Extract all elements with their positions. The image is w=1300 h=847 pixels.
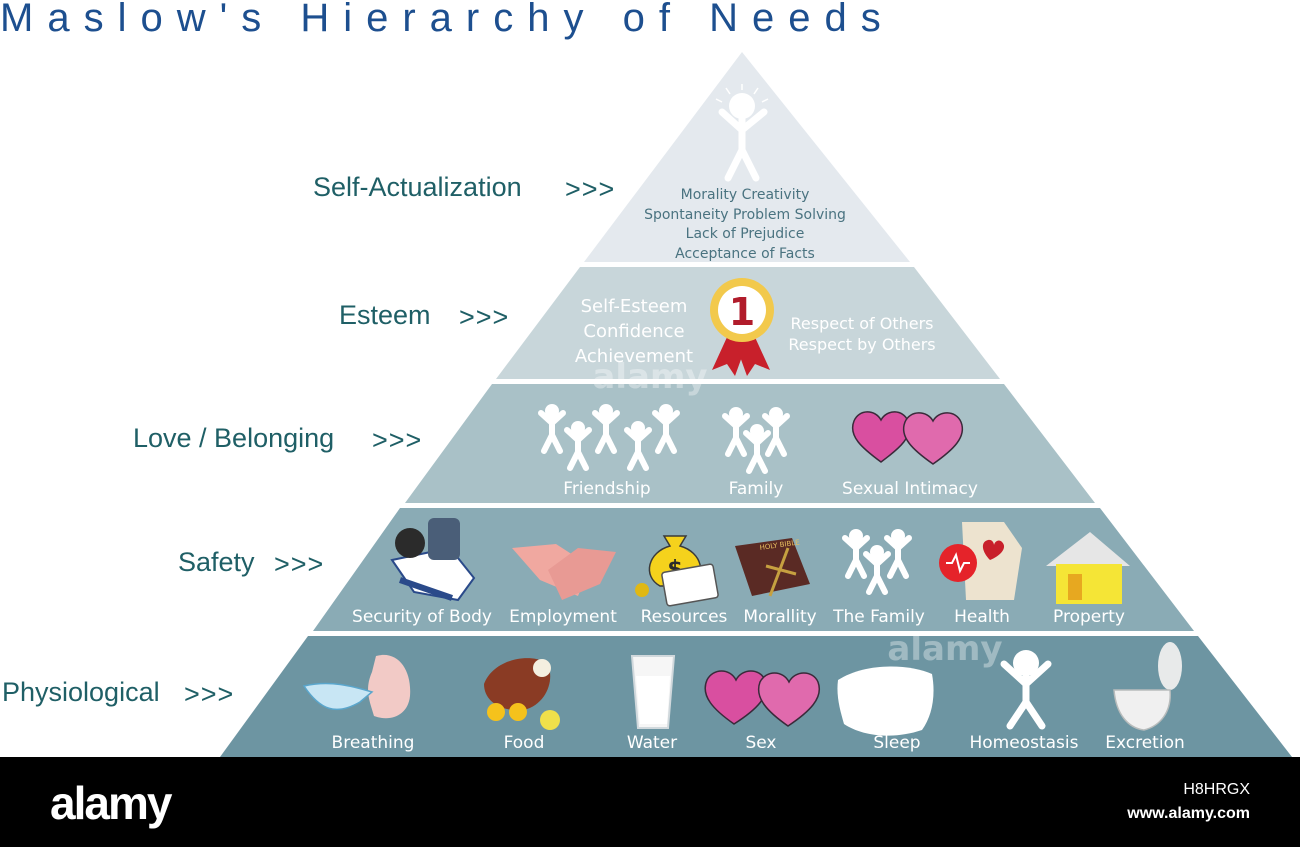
physiological-item-label: Sex — [745, 733, 776, 753]
holy-bible-icon: HOLY BIBLE — [735, 538, 810, 597]
house-icon — [1046, 532, 1130, 604]
sunburst-icon — [715, 84, 769, 103]
level-label-physiological: Physiological — [2, 677, 160, 707]
page-title: Maslow's Hierarchy of Needs — [0, 0, 895, 40]
physiological-item-label: Homeostasis — [970, 733, 1079, 753]
love-item-label: Friendship — [563, 479, 650, 499]
level-label-self-actualization: Self-Actualization — [313, 172, 522, 202]
footer-bar — [0, 757, 1300, 847]
toilet-icon — [1113, 642, 1182, 731]
physiological-item-label: Food — [504, 733, 545, 753]
safety-item-label: Employment — [509, 607, 617, 627]
level-arrows: >>> — [565, 174, 616, 204]
friendship-group-icon — [538, 404, 680, 471]
water-glass-icon — [630, 655, 676, 729]
award-badge-icon: 1 — [710, 278, 774, 376]
level-label-safety: Safety — [178, 547, 255, 577]
footer-brand-logo: alamy — [50, 777, 172, 829]
esteem-right-text: Respect of Others — [790, 314, 933, 333]
award-number: 1 — [729, 290, 755, 334]
safety-item-label: Morallity — [743, 607, 816, 627]
breathing-icon — [302, 654, 411, 719]
safety-item-label: The Family — [832, 607, 925, 627]
health-icon — [939, 522, 1022, 600]
level-arrows: >>> — [274, 549, 325, 579]
safety-item-label: Security of Body — [352, 607, 492, 627]
esteem-left-text: Confidence — [583, 321, 684, 342]
self-actualization-detail: Morality Creativity — [681, 187, 810, 203]
pillow-icon — [837, 666, 934, 736]
level-label-esteem: Esteem — [339, 300, 431, 330]
physiological-item-label: Sleep — [873, 733, 920, 753]
self-actualization-detail: Spontaneity Problem Solving — [644, 207, 846, 223]
sex-hearts-icon — [704, 670, 821, 727]
self-actualized-person-icon — [718, 93, 768, 182]
physiological-item-label: Excretion — [1105, 733, 1185, 753]
self-actualization-detail: Acceptance of Facts — [675, 246, 815, 262]
money-bag-icon: $ — [635, 535, 719, 607]
footer-site-url: www.alamy.com — [1127, 805, 1250, 822]
handshake-icon — [512, 544, 616, 600]
love-item-label: Sexual Intimacy — [842, 479, 978, 499]
safety-item-label: Health — [954, 607, 1010, 627]
level-label-love-belonging: Love / Belonging — [133, 423, 335, 453]
food-icon — [484, 658, 560, 730]
the-family-icon — [842, 529, 912, 595]
self-actualization-detail: Lack of Prejudice — [686, 226, 805, 242]
watermark: alamy — [887, 629, 1002, 669]
pyramid: Morality Creativity Spontaneity Problem … — [220, 52, 1292, 757]
esteem-left-text: Achievement — [575, 346, 693, 367]
safety-item-label: Resources — [641, 607, 728, 627]
physiological-item-label: Water — [627, 733, 677, 753]
physiological-item-label: Breathing — [332, 733, 415, 753]
level-arrows: >>> — [459, 302, 510, 332]
hearts-icon — [851, 411, 964, 465]
esteem-right-text: Respect by Others — [788, 335, 935, 354]
homeostasis-person-icon — [1000, 650, 1052, 730]
security-of-body-icon — [390, 518, 476, 602]
family-group-icon — [722, 407, 790, 474]
love-item-label: Family — [729, 479, 784, 499]
image-code: H8HRGX — [1183, 781, 1250, 798]
esteem-left-text: Self-Esteem — [581, 296, 688, 317]
level-arrows: >>> — [372, 425, 423, 455]
safety-item-label: Property — [1053, 607, 1125, 627]
level-arrows: >>> — [184, 679, 235, 709]
watermark: alamy — [592, 357, 707, 397]
